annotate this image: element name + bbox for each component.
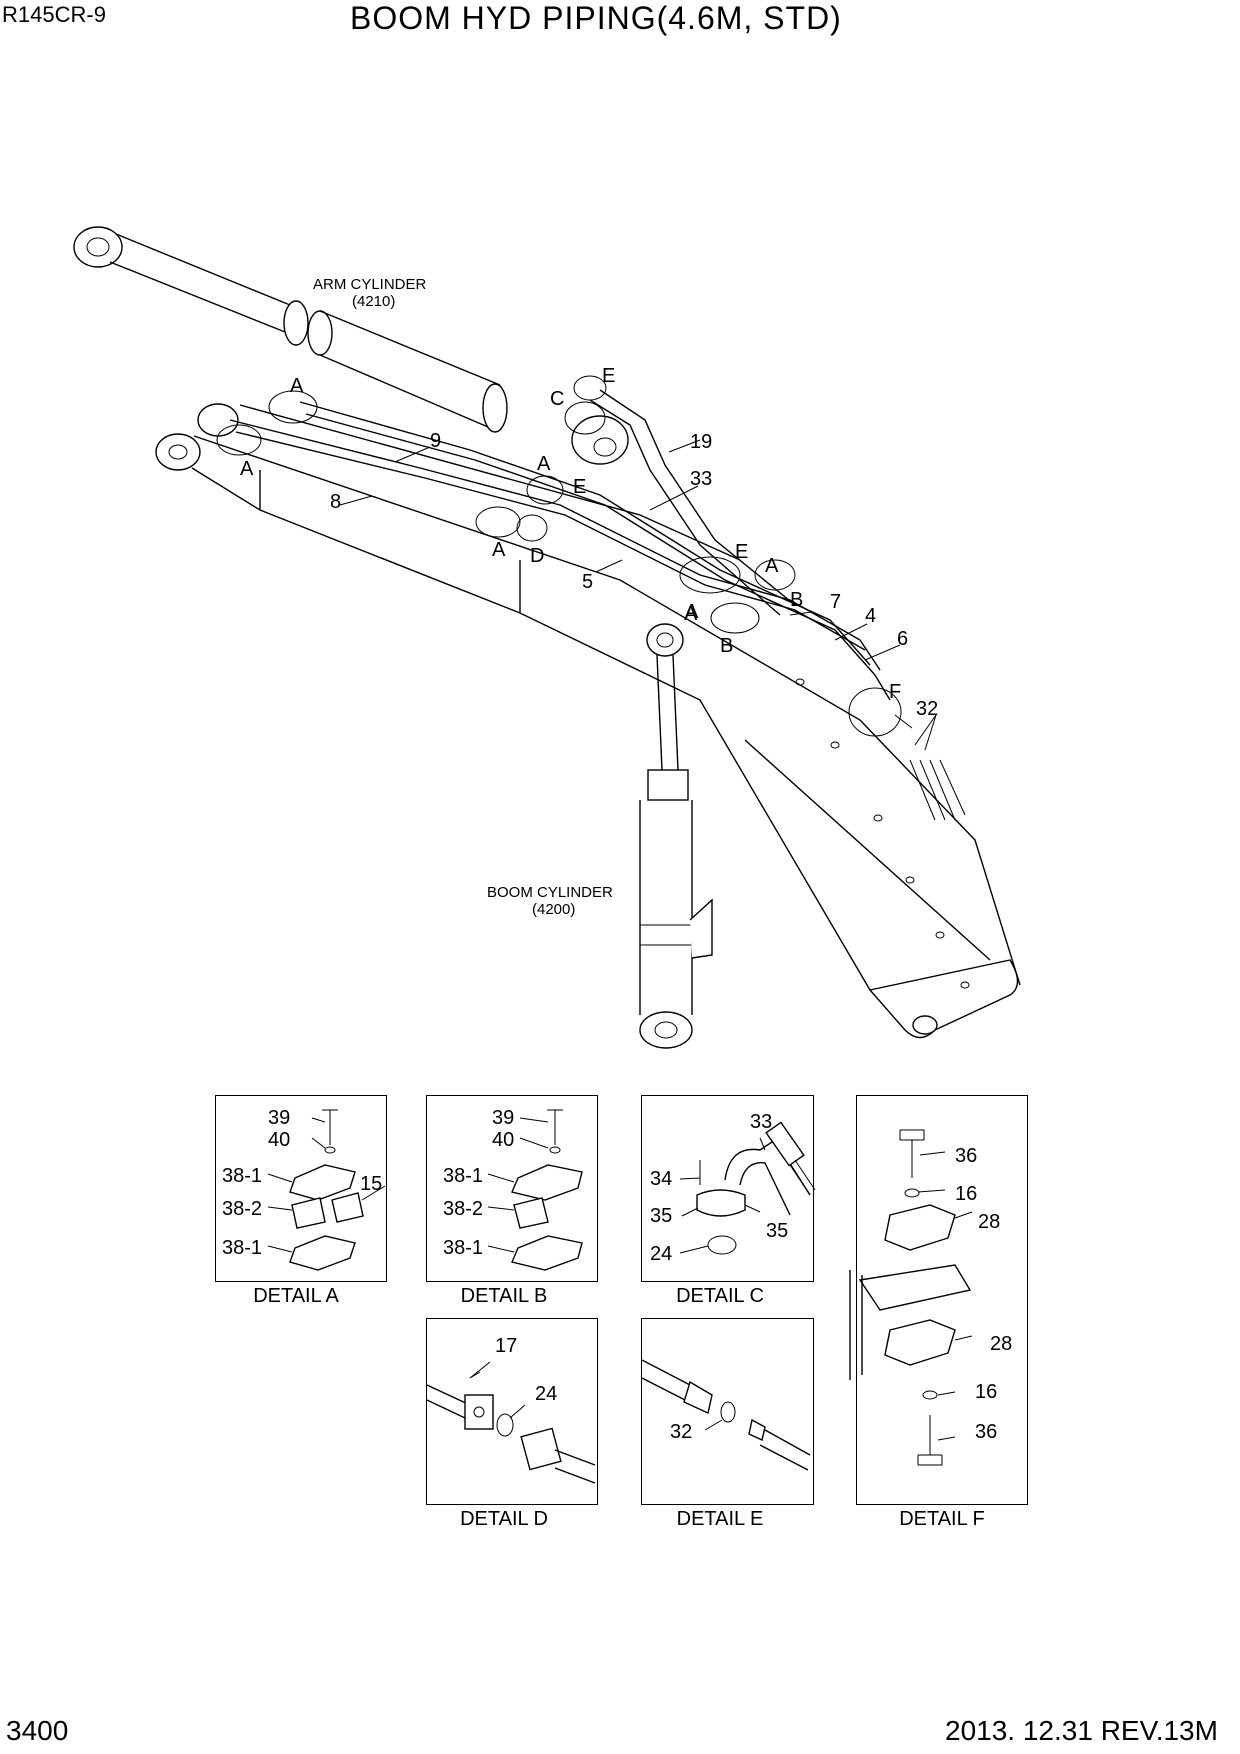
- detail-c-label-24: 24: [650, 1243, 672, 1265]
- page-title: BOOM HYD PIPING(4.6M, STD): [350, 0, 842, 36]
- detail-c-parts: [679, 1121, 816, 1255]
- detail-f-label-16: 16: [955, 1183, 977, 1205]
- detail-b-label-38-1b: 38-1: [443, 1237, 483, 1259]
- detail-d-label-17: 17: [495, 1335, 517, 1357]
- detail-b-caption: DETAIL B: [460, 1285, 548, 1307]
- detail-f-label-36b: 36: [975, 1421, 997, 1443]
- arm-cylinder-name: ARM CYLINDER: [313, 276, 427, 293]
- hydraulic-pipes: [229, 389, 966, 821]
- callout-e-1: E: [602, 365, 615, 387]
- detail-d-box: [426, 1318, 598, 1505]
- detail-f-label-16b: 16: [975, 1381, 997, 1403]
- callout-f: F: [889, 681, 901, 703]
- detail-f-label-36: 36: [955, 1145, 977, 1167]
- callout-33: 33: [690, 468, 712, 490]
- callout-leaders: [339, 439, 937, 751]
- detail-a-box: [215, 1095, 387, 1282]
- detail-circles: [216, 375, 902, 737]
- callout-a-3: A: [537, 453, 551, 475]
- callout-7: 7: [830, 591, 841, 613]
- arm-cylinder: [73, 226, 629, 465]
- detail-a-label-38-2: 38-2: [222, 1198, 262, 1220]
- detail-b-label-38-1: 38-1: [443, 1165, 483, 1187]
- detail-f-label-28: 28: [978, 1211, 1000, 1233]
- callout-e-2: E: [573, 476, 586, 498]
- detail-d-caption: DETAIL D: [460, 1508, 548, 1530]
- detail-e-box: [641, 1318, 814, 1505]
- callout-a-7: A: [684, 603, 698, 625]
- detail-a-parts: [267, 1109, 386, 1271]
- callout-a-2: A: [240, 458, 254, 480]
- detail-f-parts: [849, 1129, 973, 1466]
- arm-cylinder-ref: (4210): [352, 293, 395, 310]
- detail-b-box: [426, 1095, 598, 1282]
- detail-c-label-34: 34: [650, 1168, 672, 1190]
- callout-a-6: A: [685, 601, 699, 623]
- detail-e-caption: DETAIL E: [676, 1508, 764, 1530]
- callout-6: 6: [897, 628, 908, 650]
- callout-e-3: E: [735, 541, 748, 563]
- boom-cylinder: [639, 623, 713, 1049]
- detail-b-parts: [487, 1109, 583, 1271]
- model-code: R145CR-9: [2, 2, 106, 27]
- detail-b-label-38-2: 38-2: [443, 1198, 483, 1220]
- callout-c: C: [550, 388, 564, 410]
- detail-c-label-33: 33: [750, 1111, 772, 1133]
- callout-b-1: B: [790, 589, 803, 611]
- callout-8: 8: [330, 491, 341, 513]
- callout-5: 5: [582, 571, 593, 593]
- detail-a-label-39: 39: [268, 1107, 290, 1129]
- callout-4: 4: [865, 605, 876, 627]
- detail-b-label-40: 40: [492, 1129, 514, 1151]
- detail-c-label-35b: 35: [766, 1220, 788, 1242]
- detail-b-label-39: 39: [492, 1107, 514, 1129]
- detail-a-label-15: 15: [360, 1173, 382, 1195]
- detail-f-box: [856, 1095, 1028, 1505]
- callout-a-1: A: [290, 375, 304, 397]
- revision-date: 2013. 12.31 REV.13M: [945, 1715, 1218, 1746]
- detail-a-label-38-1: 38-1: [222, 1165, 262, 1187]
- detail-d-parts: [426, 1361, 596, 1484]
- boom-cylinder-name: BOOM CYLINDER: [487, 884, 613, 901]
- detail-c-caption: DETAIL C: [676, 1285, 764, 1307]
- detail-e-label-32: 32: [670, 1421, 692, 1443]
- detail-d-label-24: 24: [535, 1383, 557, 1405]
- detail-f-label-28b: 28: [990, 1333, 1012, 1355]
- callout-d: D: [530, 545, 544, 567]
- detail-a-caption: DETAIL A: [253, 1285, 339, 1307]
- detail-a-label-40: 40: [268, 1129, 290, 1151]
- callout-9: 9: [430, 430, 441, 452]
- boom-cylinder-ref: (4200): [532, 901, 575, 918]
- detail-c-label-35: 35: [650, 1205, 672, 1227]
- callout-a-5: A: [765, 555, 779, 577]
- callout-b-2: B: [720, 635, 733, 657]
- callout-19: 19: [690, 431, 712, 453]
- detail-c-box: [641, 1095, 814, 1282]
- callout-a-4: A: [492, 539, 506, 561]
- detail-f-caption: DETAIL F: [899, 1508, 985, 1530]
- callout-32: 32: [916, 698, 938, 720]
- boom-structure: [155, 403, 1021, 1039]
- detail-a-label-38-1b: 38-1: [222, 1237, 262, 1259]
- page-number: 3400: [6, 1715, 69, 1746]
- detail-e-parts: [641, 1359, 811, 1471]
